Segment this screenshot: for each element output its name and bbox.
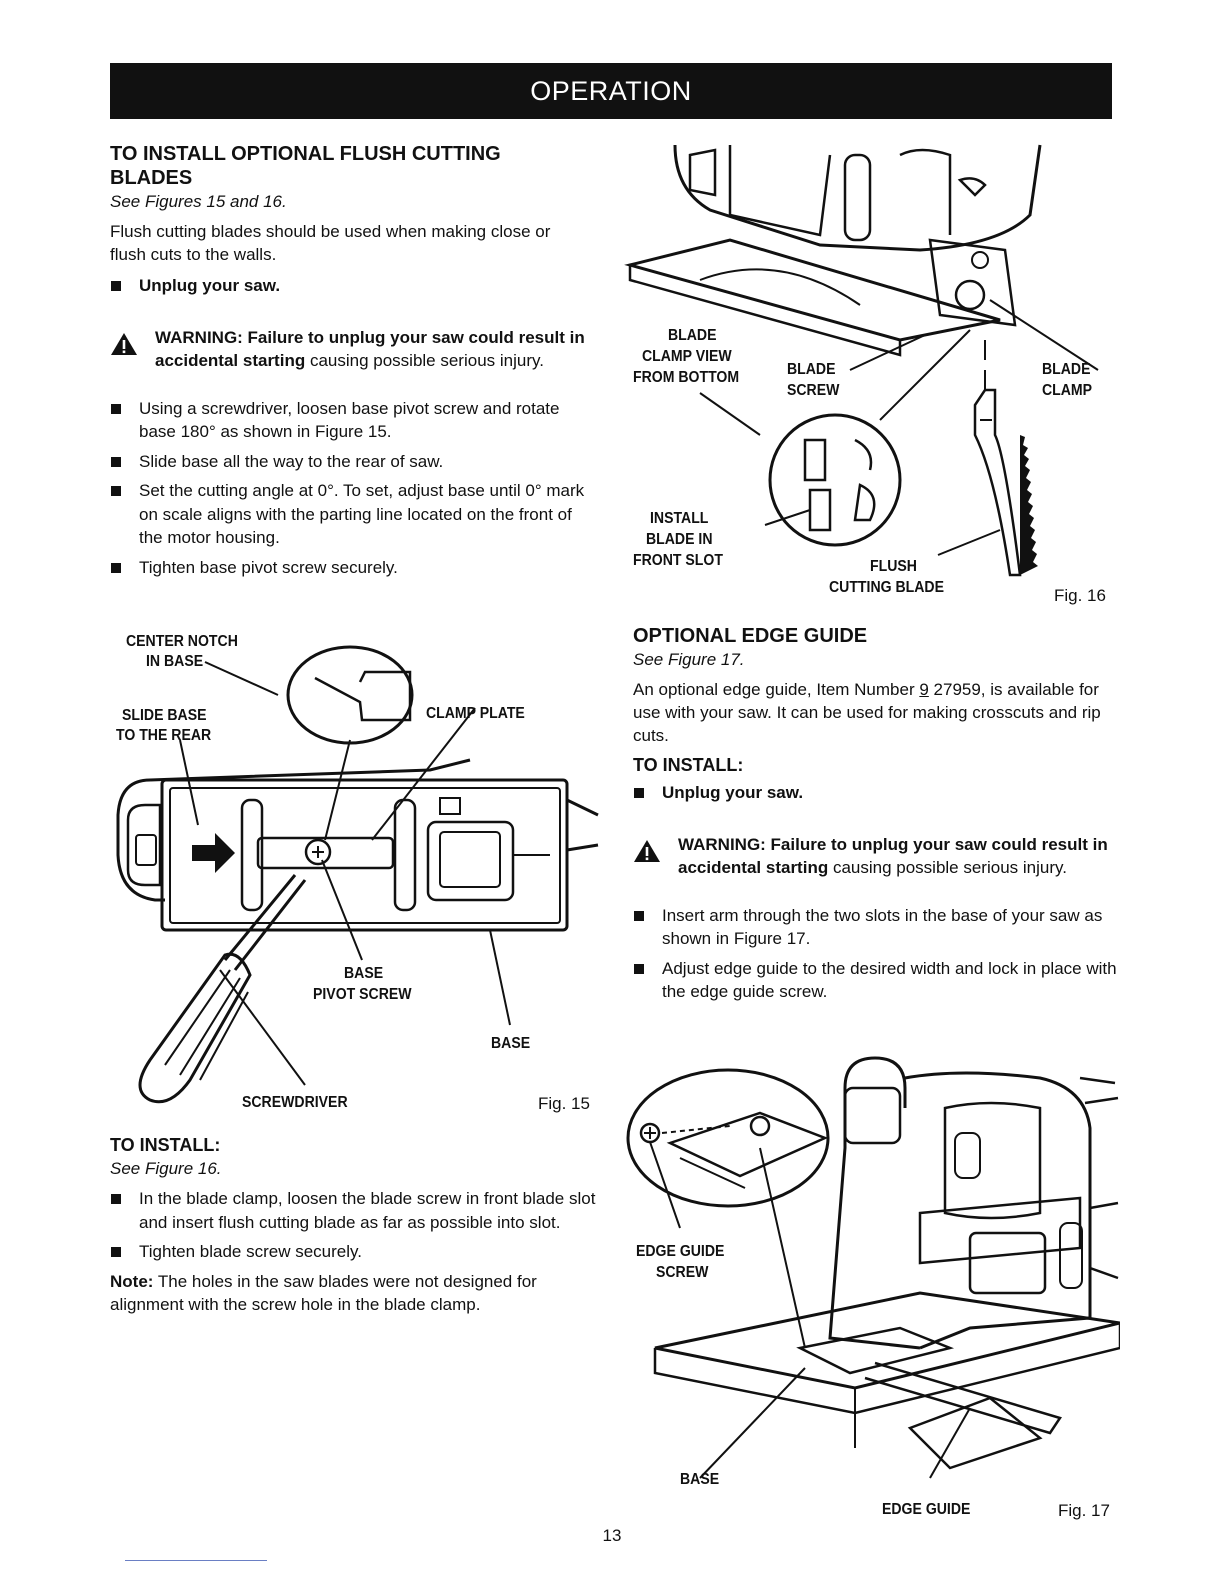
clamp-plate-label: CLAMP PLATE xyxy=(426,705,525,722)
fig17-base-label: BASE xyxy=(680,1471,720,1488)
section-banner: OPERATION xyxy=(110,63,1112,119)
warning-icon xyxy=(634,839,660,862)
list-item: Adjust edge guide to the desired width a… xyxy=(633,957,1118,1004)
flush-blades-see-figures: See Figures 15 and 16. xyxy=(110,192,287,211)
note-text: The holes in the saw blades were not des… xyxy=(110,1271,537,1314)
base-pivot-label-line2: PIVOT SCREW xyxy=(313,986,412,1003)
edge-guide-intro-part1: An optional edge guide, Item Number xyxy=(633,680,920,699)
install-heading: TO INSTALL: xyxy=(110,1135,221,1155)
unplug-list: Unplug your saw. xyxy=(110,274,600,298)
edge-unplug-list: Unplug your saw. xyxy=(633,781,1118,805)
edge-guide-heading: OPTIONAL EDGE GUIDE xyxy=(633,625,868,647)
screwdriver-label: SCREWDRIVER xyxy=(242,1094,348,1111)
unplug-item: Unplug your saw. xyxy=(633,781,1118,805)
figure-16-drawing xyxy=(624,144,1099,577)
unplug-item: Unplug your saw. xyxy=(110,274,600,298)
list-item: Tighten blade screw securely. xyxy=(110,1240,600,1264)
flush-blade-label-line1: FLUSH xyxy=(870,558,917,575)
blade-screw-label-line2: SCREW xyxy=(787,382,840,399)
flush-blade-label-line2: CUTTING BLADE xyxy=(829,579,944,596)
right-column: OPTIONAL EDGE GUIDE See Figure 17. An op… xyxy=(633,624,1118,1010)
install-front-slot-label-line2: BLADE IN xyxy=(646,531,713,548)
list-item: Set the cutting angle at 0°. To set, adj… xyxy=(110,479,600,550)
install-see-figure: See Figure 16. xyxy=(110,1159,222,1178)
list-item: In the blade clamp, loosen the blade scr… xyxy=(110,1187,600,1234)
figure-16-caption: Fig. 16 xyxy=(1054,586,1106,605)
list-item: Tighten base pivot screw securely. xyxy=(110,556,600,580)
edge-guide-label: EDGE GUIDE xyxy=(882,1501,971,1518)
warning-rest-text: causing possible serious injury. xyxy=(828,858,1067,877)
blade-clamp-label-line2: CLAMP xyxy=(1042,382,1093,399)
warning-bold-text: WARNING: Failure to unplug your saw coul… xyxy=(155,327,585,371)
blade-screw-label-line1: BLADE xyxy=(787,361,836,378)
edge-guide-intro-part2: 27959, is available for use with your sa… xyxy=(633,680,1101,745)
edge-steps-list: Insert arm through the two slots in the … xyxy=(633,904,1118,1004)
edge-guide-intro: An optional edge guide, Item Number 9 27… xyxy=(633,678,1103,747)
flush-blades-heading: TO INSTALL OPTIONAL FLUSH CUTTING BLADES xyxy=(110,143,501,189)
center-notch-label-line1: CENTER NOTCH xyxy=(126,633,238,650)
base-pivot-label-line1: BASE xyxy=(344,965,384,982)
install-front-slot-label-line3: FRONT SLOT xyxy=(633,552,723,569)
center-notch-label-line2: IN BASE xyxy=(146,653,204,670)
item-number-prefix: 9 xyxy=(919,680,929,699)
footer-divider xyxy=(125,1560,267,1561)
edge-guide-screw-label-line1: EDGE GUIDE xyxy=(636,1243,725,1260)
section-title: OPERATION xyxy=(530,75,692,106)
clamp-view-label-line1: BLADE xyxy=(668,327,717,344)
install-steps-list: In the blade clamp, loosen the blade scr… xyxy=(110,1187,600,1264)
page-number: 13 xyxy=(602,1526,622,1545)
list-item: Insert arm through the two slots in the … xyxy=(633,904,1118,951)
list-item: Using a screwdriver, loosen base pivot s… xyxy=(110,397,600,444)
edge-guide-screw-label-line2: SCREW xyxy=(656,1264,709,1281)
warning-block: WARNING: Failure to unplug your saw coul… xyxy=(110,326,600,373)
clamp-view-label-line3: FROM BOTTOM xyxy=(633,369,740,386)
edge-warning-block: WARNING: Failure to unplug your saw coul… xyxy=(633,833,1118,880)
warning-rest-text: causing possible serious injury. xyxy=(305,351,544,370)
edge-install-heading: TO INSTALL: xyxy=(633,755,744,775)
slide-base-label-line1: SLIDE BASE xyxy=(122,707,207,724)
install-flush-section: TO INSTALL: See Figure 16. In the blade … xyxy=(110,1133,600,1324)
note-label: Note: xyxy=(110,1271,154,1291)
warning-bold-text: WARNING: Failure to unplug your saw coul… xyxy=(678,834,1108,878)
slide-base-label-line2: TO THE REAR xyxy=(116,727,212,744)
figure-15-caption: Fig. 15 xyxy=(538,1094,590,1113)
base-label: BASE xyxy=(491,1035,531,1052)
figure-17-caption: Fig. 17 xyxy=(1058,1501,1110,1520)
flush-steps-list: Using a screwdriver, loosen base pivot s… xyxy=(110,397,600,580)
note-paragraph: Note: The holes in the saw blades were n… xyxy=(110,1270,600,1316)
figure-17-drawing xyxy=(626,1056,1120,1479)
blade-clamp-label-line1: BLADE xyxy=(1042,361,1091,378)
warning-icon xyxy=(111,332,137,355)
flush-blades-intro: Flush cutting blades should be used when… xyxy=(110,222,551,264)
clamp-view-label-line2: CLAMP VIEW xyxy=(642,348,732,365)
list-item: Slide base all the way to the rear of sa… xyxy=(110,450,600,474)
install-front-slot-label-line1: INSTALL xyxy=(650,510,709,527)
figure-15-drawing xyxy=(116,645,599,1104)
edge-guide-see-figure: See Figure 17. xyxy=(633,650,745,669)
left-column: TO INSTALL OPTIONAL FLUSH CUTTING BLADES… xyxy=(110,142,600,585)
